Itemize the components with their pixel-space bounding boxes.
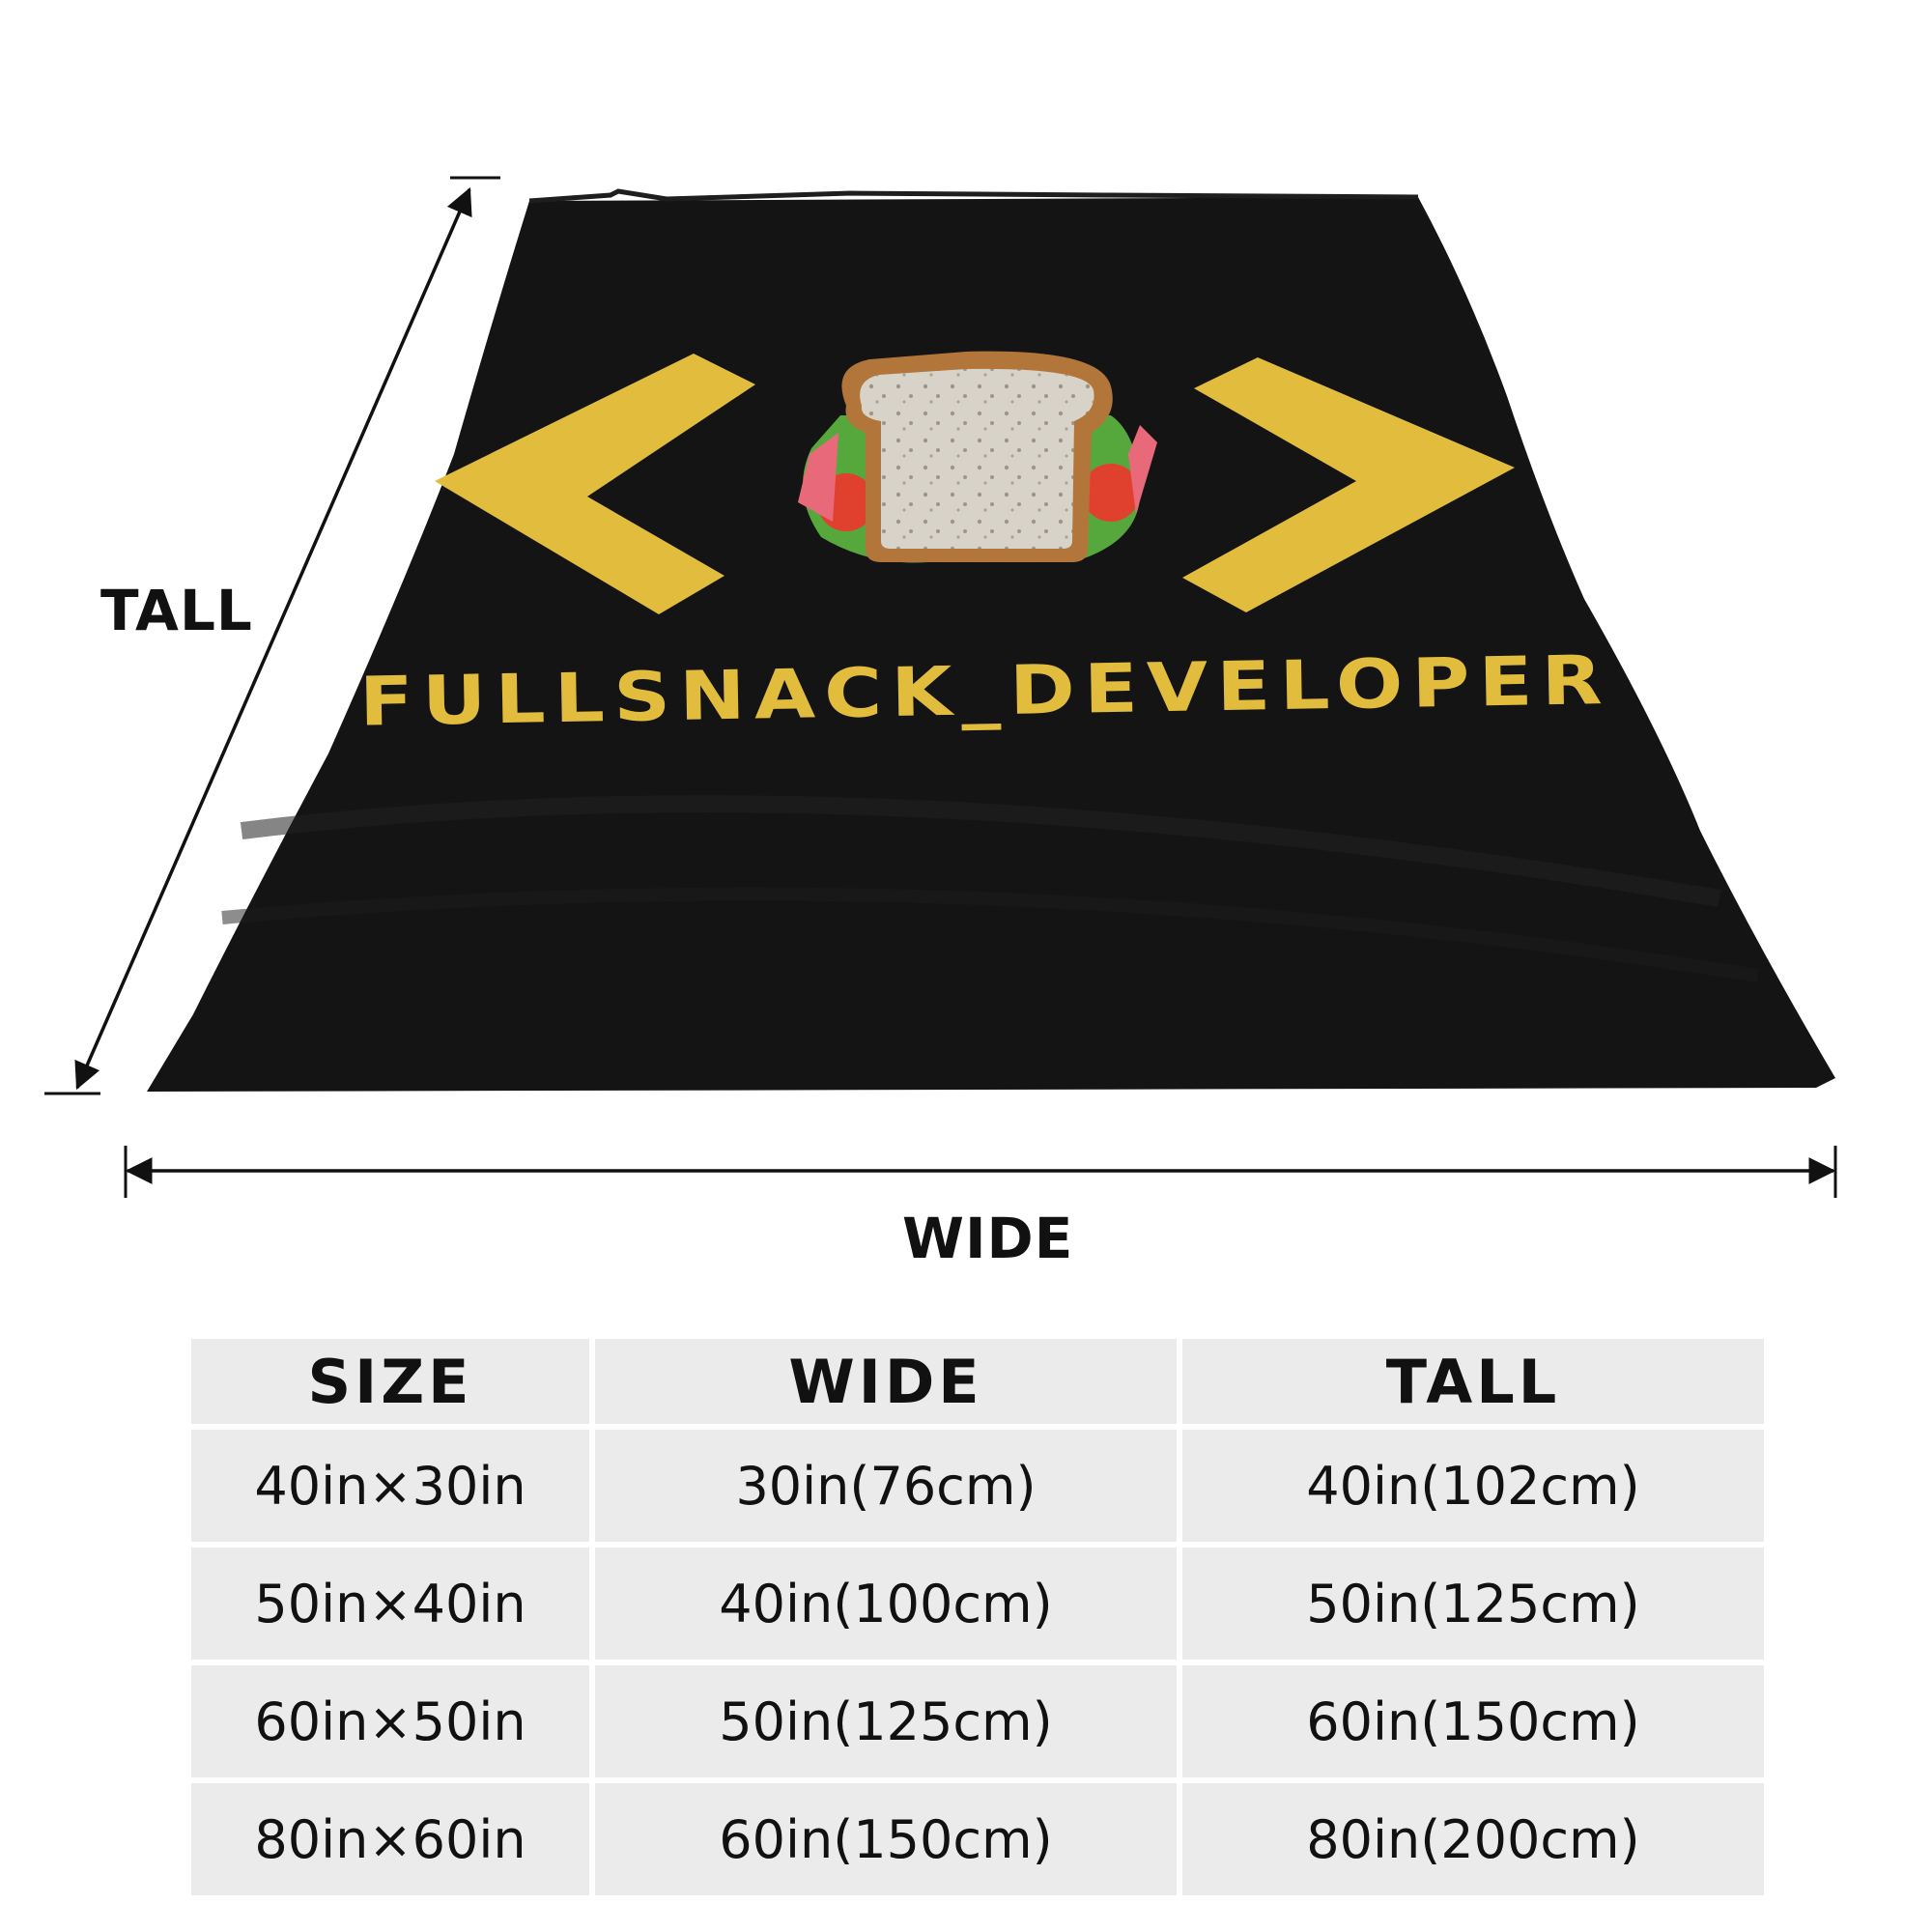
wide-cell: 50in(125cm) <box>595 1665 1177 1777</box>
size-cell: 60in×50in <box>191 1665 589 1777</box>
wide-label: WIDE <box>902 1206 1074 1271</box>
tall-cell: 50in(125cm) <box>1182 1548 1764 1660</box>
table-header-row: SIZE WIDE TALL <box>191 1339 1764 1424</box>
tall-label: TALL <box>100 578 253 643</box>
table-row: 80in×60in 60in(150cm) 80in(200cm) <box>191 1783 1764 1895</box>
tall-cell: 80in(200cm) <box>1182 1783 1764 1895</box>
wide-cell: 40in(100cm) <box>595 1548 1177 1660</box>
header-tall: TALL <box>1182 1339 1764 1424</box>
size-cell: 40in×30in <box>191 1430 589 1542</box>
size-table: SIZE WIDE TALL 40in×30in 30in(76cm) 40in… <box>185 1333 1770 1901</box>
tall-cell: 60in(150cm) <box>1182 1665 1764 1777</box>
table-row: 60in×50in 50in(125cm) 60in(150cm) <box>191 1665 1764 1777</box>
left-bracket <box>435 354 755 614</box>
wide-cell: 60in(150cm) <box>595 1783 1177 1895</box>
tall-cell: 40in(102cm) <box>1182 1430 1764 1542</box>
size-cell: 50in×40in <box>191 1548 589 1660</box>
table-row: 40in×30in 30in(76cm) 40in(102cm) <box>191 1430 1764 1542</box>
right-bracket <box>1182 357 1515 612</box>
size-cell: 80in×60in <box>191 1783 589 1895</box>
wide-cell: 30in(76cm) <box>595 1430 1177 1542</box>
sandwich-icon <box>798 351 1157 563</box>
header-wide: WIDE <box>595 1339 1177 1424</box>
table-row: 50in×40in 40in(100cm) 50in(125cm) <box>191 1548 1764 1660</box>
header-size: SIZE <box>191 1339 589 1424</box>
tall-dimension-arrow <box>74 186 472 1091</box>
